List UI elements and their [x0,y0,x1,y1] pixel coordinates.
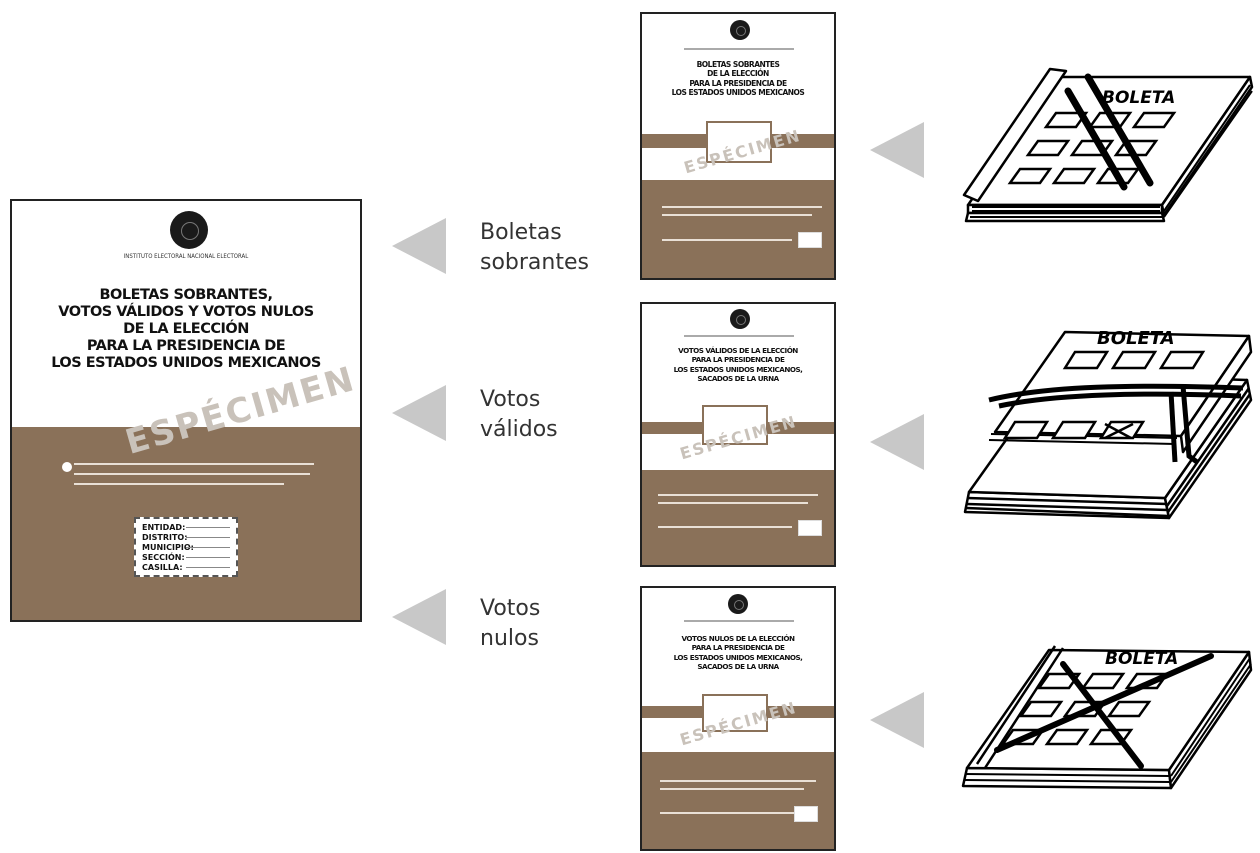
note-line [658,502,808,504]
org-line [684,335,794,337]
arrow-left-icon [870,692,924,748]
box-row: CASILLA: [142,562,230,572]
label-votos-nulos: Votos nulos [480,594,540,654]
box-row-label: ENTIDAD: [142,522,186,532]
note-line [658,526,792,528]
title-line: DE LA ELECCIÓN [707,69,769,79]
label-line: sobrantes [480,250,589,275]
envelope-data-box [706,121,772,163]
title-line: SACADOS DE LA URNA [697,662,779,672]
label-line: Votos [480,596,541,621]
label-line: Votos [480,387,541,412]
note-line [660,780,816,782]
envelope-brown-section [642,752,834,849]
envelope-votos-nulos: VOTOS NULOS DE LA ELECCIÓN PARA LA PRESI… [640,586,836,851]
envelope-data-box: ENTIDAD: DISTRITO: MUNICIPIO: SECCIÓN: C… [134,517,238,577]
sticker [798,232,822,248]
note-line [662,239,792,241]
note-line [660,788,804,790]
label-votos-validos: Votos válidos [480,385,558,445]
main-envelope-title: BOLETAS SOBRANTES, VOTOS VÁLIDOS Y VOTOS… [12,287,360,373]
arrow-left-icon [392,589,446,645]
note-line [660,812,794,814]
ballot-label: BOLETA [1097,328,1175,349]
label-line: Boletas [480,220,562,245]
envelope-brown-section [642,180,834,278]
seal-icon [730,20,750,40]
envelope-boletas-sobrantes: BOLETAS SOBRANTES DE LA ELECCIÓN PARA LA… [640,12,836,280]
seal-icon [728,594,748,614]
arrow-left-icon [870,122,924,178]
box-row-value [186,546,230,548]
box-row: MUNICIPIO: [142,542,230,552]
note-line [74,483,284,485]
box-row: DISTRITO: [142,532,230,542]
envelope-brown-section [642,470,834,565]
title-line: DE LA ELECCIÓN [123,321,249,338]
title-line: LOS ESTADOS UNIDOS MEXICANOS, [673,364,803,374]
sticker [794,806,818,822]
title-line: PARA LA PRESIDENCIA DE [691,355,785,365]
envelope-votos-validos: VOTOS VÁLIDOS DE LA ELECCIÓN PARA LA PRE… [640,302,836,567]
box-row-label: MUNICIPIO: [142,542,194,552]
envelope-title: VOTOS NULOS DE LA ELECCIÓN PARA LA PRESI… [642,634,834,671]
title-line: LOS ESTADOS UNIDOS MEXICANOS, [673,652,803,662]
box-row: SECCIÓN: [142,552,230,562]
title-line: SACADOS DE LA URNA [697,374,779,384]
arrow-left-icon [392,218,446,274]
box-row-label: DISTRITO: [142,532,188,542]
ballot-label: BOLETA [1105,649,1178,669]
note-line [74,463,314,465]
box-row-value [186,556,230,558]
note-line [662,214,812,216]
label-line: válidos [480,417,558,442]
seal-icon [730,309,750,329]
title-line: LOS ESTADOS UNIDOS MEXICANOS [51,355,321,372]
ballot-stack-cancelled-icon: BOLETA [962,67,1254,223]
box-row: ENTIDAD: [142,522,230,532]
ballot-label: BOLETA [1102,88,1175,108]
box-row-value [186,566,230,568]
seal-icon [170,211,208,249]
title-line: BOLETAS SOBRANTES, [99,287,273,303]
box-row-label: SECCIÓN: [142,552,185,562]
title-line: PARA LA PRESIDENCIA DE [691,643,785,653]
ballot-stack-bundled-icon: BOLETA [963,328,1253,520]
box-row-value [186,536,230,538]
envelope-data-box [702,405,768,445]
note-line [662,206,822,208]
envelope-title: VOTOS VÁLIDOS DE LA ELECCIÓN PARA LA PRE… [642,346,834,383]
note-line [658,494,818,496]
label-boletas-sobrantes: Boletas sobrantes [480,218,589,278]
title-line: VOTOS NULOS DE LA ELECCIÓN [681,634,795,643]
envelope-data-box [702,694,768,732]
box-row-label: CASILLA: [142,562,183,572]
ballot-stack-crossed-icon: BOLETA [961,645,1253,790]
arrow-left-icon [392,385,446,441]
main-envelope: INSTITUTO ELECTORAL NACIONAL ELECTORAL B… [10,199,362,622]
label-line: nulos [480,626,539,651]
org-line [684,48,794,50]
envelope-title: BOLETAS SOBRANTES DE LA ELECCIÓN PARA LA… [642,60,834,98]
title-line: PARA LA PRESIDENCIA DE [86,338,286,355]
title-line: LOS ESTADOS UNIDOS MEXICANOS [671,88,805,98]
title-line: PARA LA PRESIDENCIA DE [689,78,787,88]
sticker [798,520,822,536]
title-line: BOLETAS SOBRANTES [696,60,780,69]
note-line [74,473,310,475]
arrow-left-icon [870,414,924,470]
bullet-icon [62,462,72,472]
title-line: VOTOS VÁLIDOS Y VOTOS NULOS [58,304,314,321]
org-line [684,620,794,622]
box-row-value [186,526,230,528]
title-line: VOTOS VÁLIDOS DE LA ELECCIÓN [678,346,798,355]
organization-name: INSTITUTO ELECTORAL NACIONAL ELECTORAL [123,253,249,260]
